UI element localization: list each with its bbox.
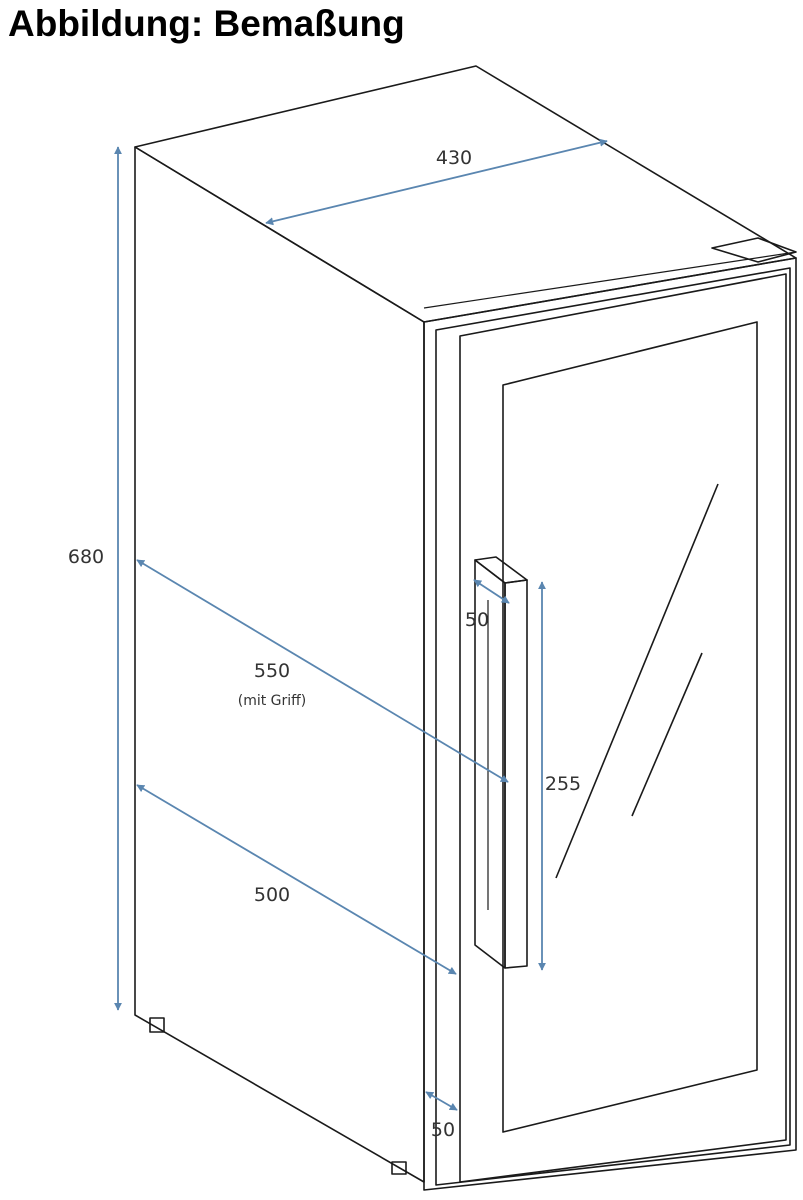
foot-front [391, 1161, 407, 1175]
door [423, 257, 797, 1191]
door-frame-outer [423, 257, 797, 1191]
foot-rear [149, 1017, 165, 1033]
label-door-depth: 50 [431, 1119, 455, 1141]
handle-top [474, 556, 528, 584]
label-handle-depth: 50 [465, 609, 489, 631]
dimline-door-depth [425, 1091, 458, 1111]
handle-front [504, 579, 528, 969]
glass-reflection-long [555, 483, 719, 879]
glass-reflection-short [631, 652, 703, 817]
label-depth-with-handle: 550 [254, 660, 290, 682]
page-title: Abbildung: Bemaßung [8, 3, 405, 44]
glass-window [502, 321, 758, 1133]
dimline-handle-depth [473, 579, 510, 604]
dimline-width-top [265, 138, 608, 226]
door-frame-inner [435, 267, 791, 1186]
label-depth-with-handle-note: (mit Griff) [238, 693, 307, 709]
dimension-labels: 430 680 550 (mit Griff) 500 50 255 50 [68, 147, 581, 1141]
control-panel [711, 237, 797, 263]
dimline-depth-with-handle [136, 559, 509, 783]
label-height: 680 [68, 546, 104, 568]
label-handle-height: 255 [545, 773, 581, 795]
label-width-top: 430 [436, 147, 472, 169]
door-panel [459, 273, 787, 1183]
label-depth: 500 [254, 884, 290, 906]
dimension-lines [114, 138, 608, 1111]
dimline-depth [136, 784, 457, 975]
top-front-edge [423, 251, 797, 309]
